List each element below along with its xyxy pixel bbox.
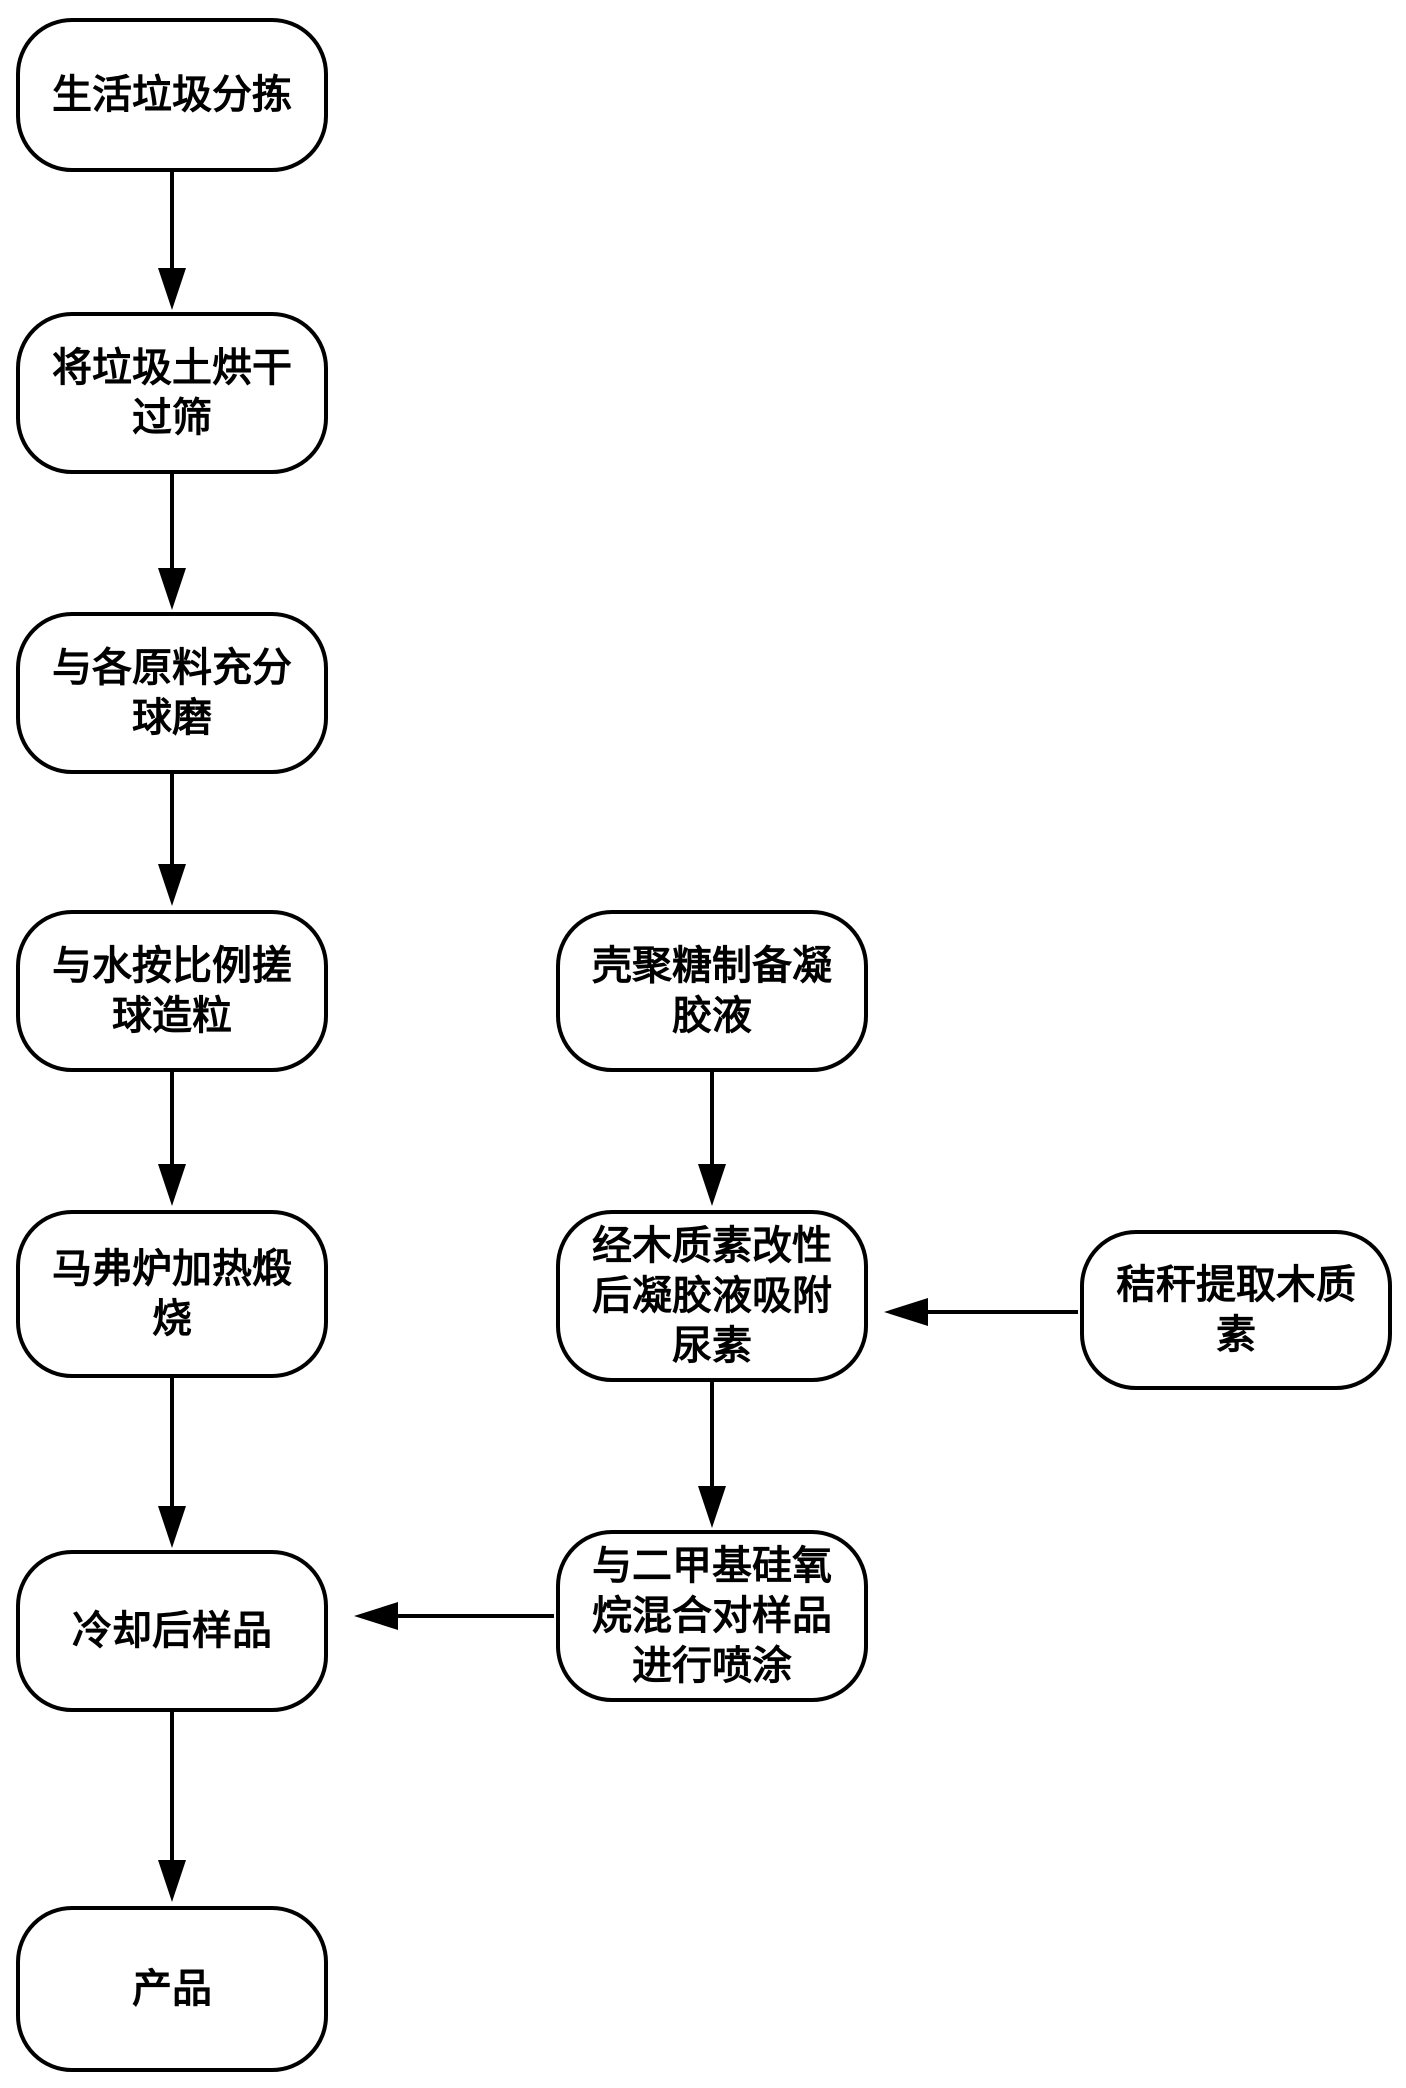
node-label-line-2: 过筛 [132,395,212,441]
arrowhead-r3-n6 [354,1602,398,1630]
node-text: 马弗炉加热煅 烧 [52,1244,292,1344]
node-label-line-1: 将垃圾土烘干 [52,345,292,391]
step-ball-mill: 与各原料充分 球磨 [16,612,328,774]
step-calcine: 马弗炉加热煅 烧 [16,1210,328,1378]
node-text: 与各原料充分 球磨 [52,643,292,743]
arrowhead-r1-r2 [698,1164,726,1206]
node-label-line-1: 经木质素改性 [592,1223,832,1269]
node-label-line-2: 素 [1216,1312,1256,1358]
arrowhead-n3-n4 [158,864,186,906]
node-label-line-3: 进行喷涂 [632,1643,792,1689]
step-cooled-sample: 冷却后样品 [16,1550,328,1712]
arrowhead-n5-n6 [158,1506,186,1548]
arrowhead-n4-n5 [158,1164,186,1206]
step-chitosan-gel: 壳聚糖制备凝 胶液 [556,910,868,1072]
node-label-line-1: 与二甲基硅氧 [592,1543,832,1589]
node-label-line-2: 后凝胶液吸附 [592,1273,832,1319]
node-label-line-1: 秸秆提取木质 [1116,1262,1356,1308]
node-label-line-2: 胶液 [672,993,752,1039]
node-label-line-1: 与水按比例搓 [52,943,292,989]
node-label-line-2: 烷混合对样品 [592,1593,832,1639]
step-lignin-gel-urea: 经木质素改性 后凝胶液吸附 尿素 [556,1210,868,1382]
step-product: 产品 [16,1906,328,2072]
step-siloxane-spray: 与二甲基硅氧 烷混合对样品 进行喷涂 [556,1530,868,1702]
node-label-line-2: 球造粒 [112,993,232,1039]
node-text: 秸秆提取木质 素 [1116,1260,1356,1360]
arrowhead-n2-n3 [158,568,186,610]
node-label-line-1: 与各原料充分 [52,645,292,691]
node-label-line-1: 马弗炉加热煅 [52,1246,292,1292]
node-text: 将垃圾土烘干 过筛 [52,343,292,443]
node-label-line-2: 烧 [152,1296,192,1342]
node-label: 冷却后样品 [72,1608,272,1654]
node-text: 与二甲基硅氧 烷混合对样品 进行喷涂 [592,1541,832,1691]
arrowhead-s1-r2 [884,1298,928,1326]
node-label: 生活垃圾分拣 [52,72,292,118]
node-text: 与水按比例搓 球造粒 [52,941,292,1041]
node-text: 经木质素改性 后凝胶液吸附 尿素 [592,1221,832,1371]
step-dry-sieve: 将垃圾土烘干 过筛 [16,312,328,474]
node-label-line-1: 壳聚糖制备凝 [592,943,832,989]
node-label-line-3: 尿素 [672,1323,752,1369]
node-label: 产品 [132,1966,212,2012]
step-straw-lignin: 秸秆提取木质 素 [1080,1230,1392,1390]
arrowhead-r2-r3 [698,1486,726,1528]
node-label-line-2: 球磨 [132,695,212,741]
step-granulate: 与水按比例搓 球造粒 [16,910,328,1072]
arrowhead-n6-n7 [158,1860,186,1902]
node-text: 壳聚糖制备凝 胶液 [592,941,832,1041]
step-sort-waste: 生活垃圾分拣 [16,18,328,172]
arrowhead-n1-n2 [158,268,186,310]
